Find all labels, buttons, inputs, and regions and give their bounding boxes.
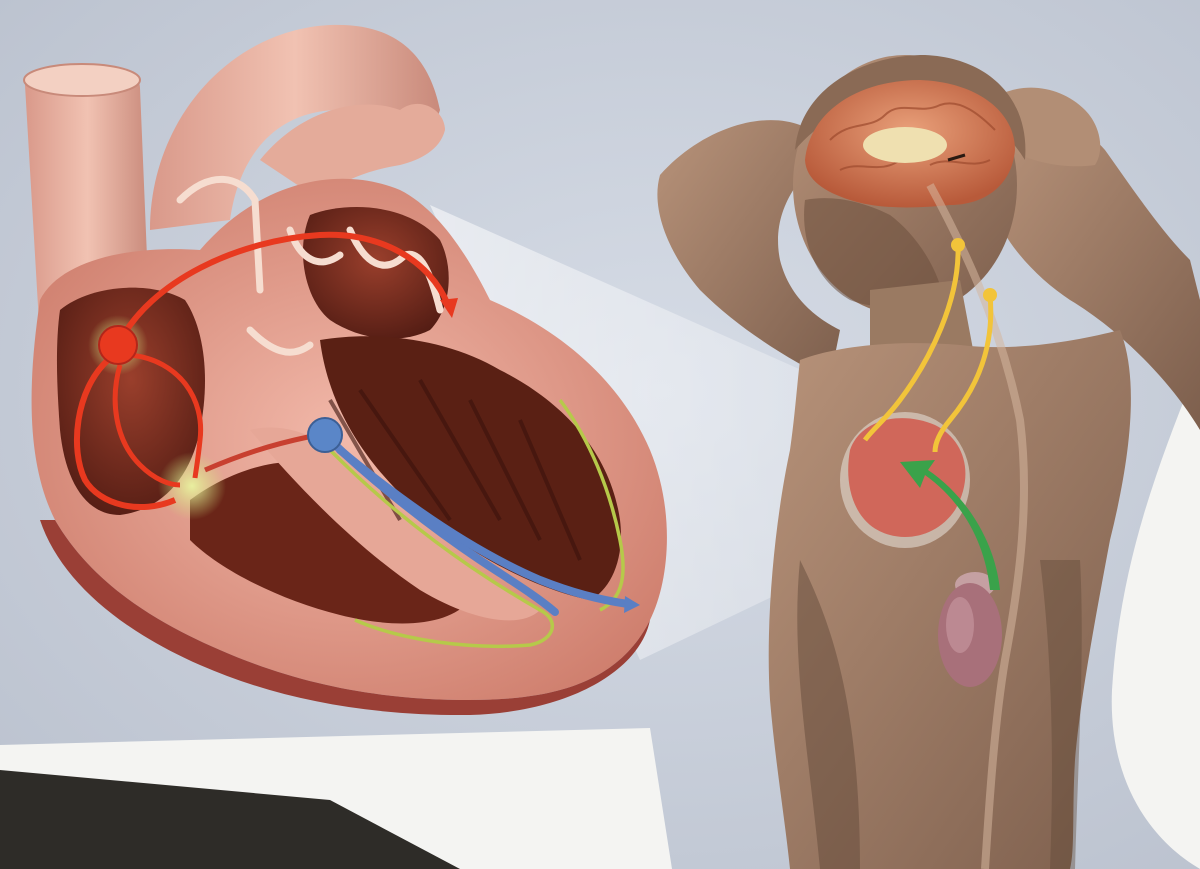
- nerve-origin-2: [983, 288, 997, 302]
- av-node-glow: [158, 452, 226, 520]
- kidney-highlight: [946, 597, 974, 653]
- vena-cava-opening: [24, 64, 140, 96]
- nerve-origin-1: [951, 238, 965, 252]
- hypothalamus: [863, 127, 947, 163]
- sa-node: [99, 326, 137, 364]
- av-node: [308, 418, 342, 452]
